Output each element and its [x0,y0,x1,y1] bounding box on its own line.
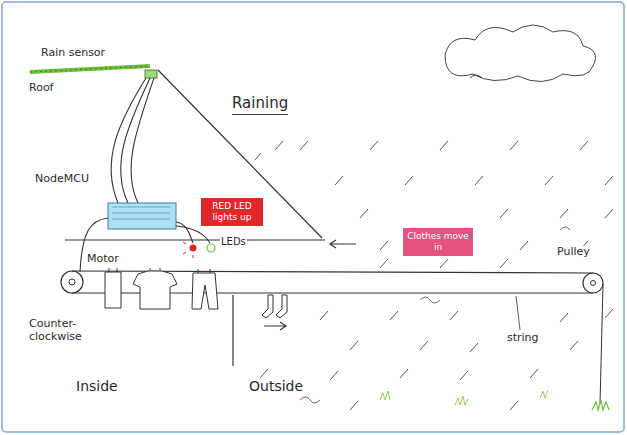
box-text: RED LED lights up [205,201,259,223]
pants [192,269,218,309]
callout-box: Clothes move in [403,228,473,256]
text-label: Inside [75,378,119,394]
wall [232,295,233,366]
rain [255,141,613,410]
socks [262,295,287,318]
sensor-grid [30,66,150,72]
cloud [445,25,595,82]
wires [111,78,154,203]
pulley-rope [600,284,603,404]
motor-axle [69,279,75,285]
shirt [133,268,177,309]
grass-tufts [380,390,548,405]
green-led [207,244,215,252]
text-label: LEDs [220,236,247,248]
nodemcu-board [108,203,176,229]
text-label: Counter-clockwise [28,318,102,343]
text-label: NodeMCU [34,173,90,186]
direction-arrow [264,322,286,330]
grass [592,400,609,410]
red-led [190,245,197,252]
box-text: Clothes move in [407,231,469,253]
text-label: Rain sensor [40,47,106,60]
diagram-title: Raining [232,94,288,115]
rain-sensor [30,66,150,72]
pulley-axle [591,281,596,286]
overhang [65,239,325,240]
text-label: Pulley [556,246,591,259]
text-label: Motor [86,253,120,266]
roof-line [158,70,322,238]
board-pattern [112,207,170,219]
towel [105,268,121,308]
callout-box: RED LED lights up [201,198,263,226]
led-glow [183,242,193,258]
cloud-curl [470,75,482,78]
motor [61,271,83,293]
led-wires [80,218,210,272]
pulley [583,273,603,293]
sensor-module [145,70,157,78]
move-in-arrow [330,240,356,248]
text-label: Roof [28,82,54,95]
wind [300,227,570,403]
leader-line [516,296,520,330]
text-label: Outside [248,378,304,394]
text-label: string [506,332,540,345]
